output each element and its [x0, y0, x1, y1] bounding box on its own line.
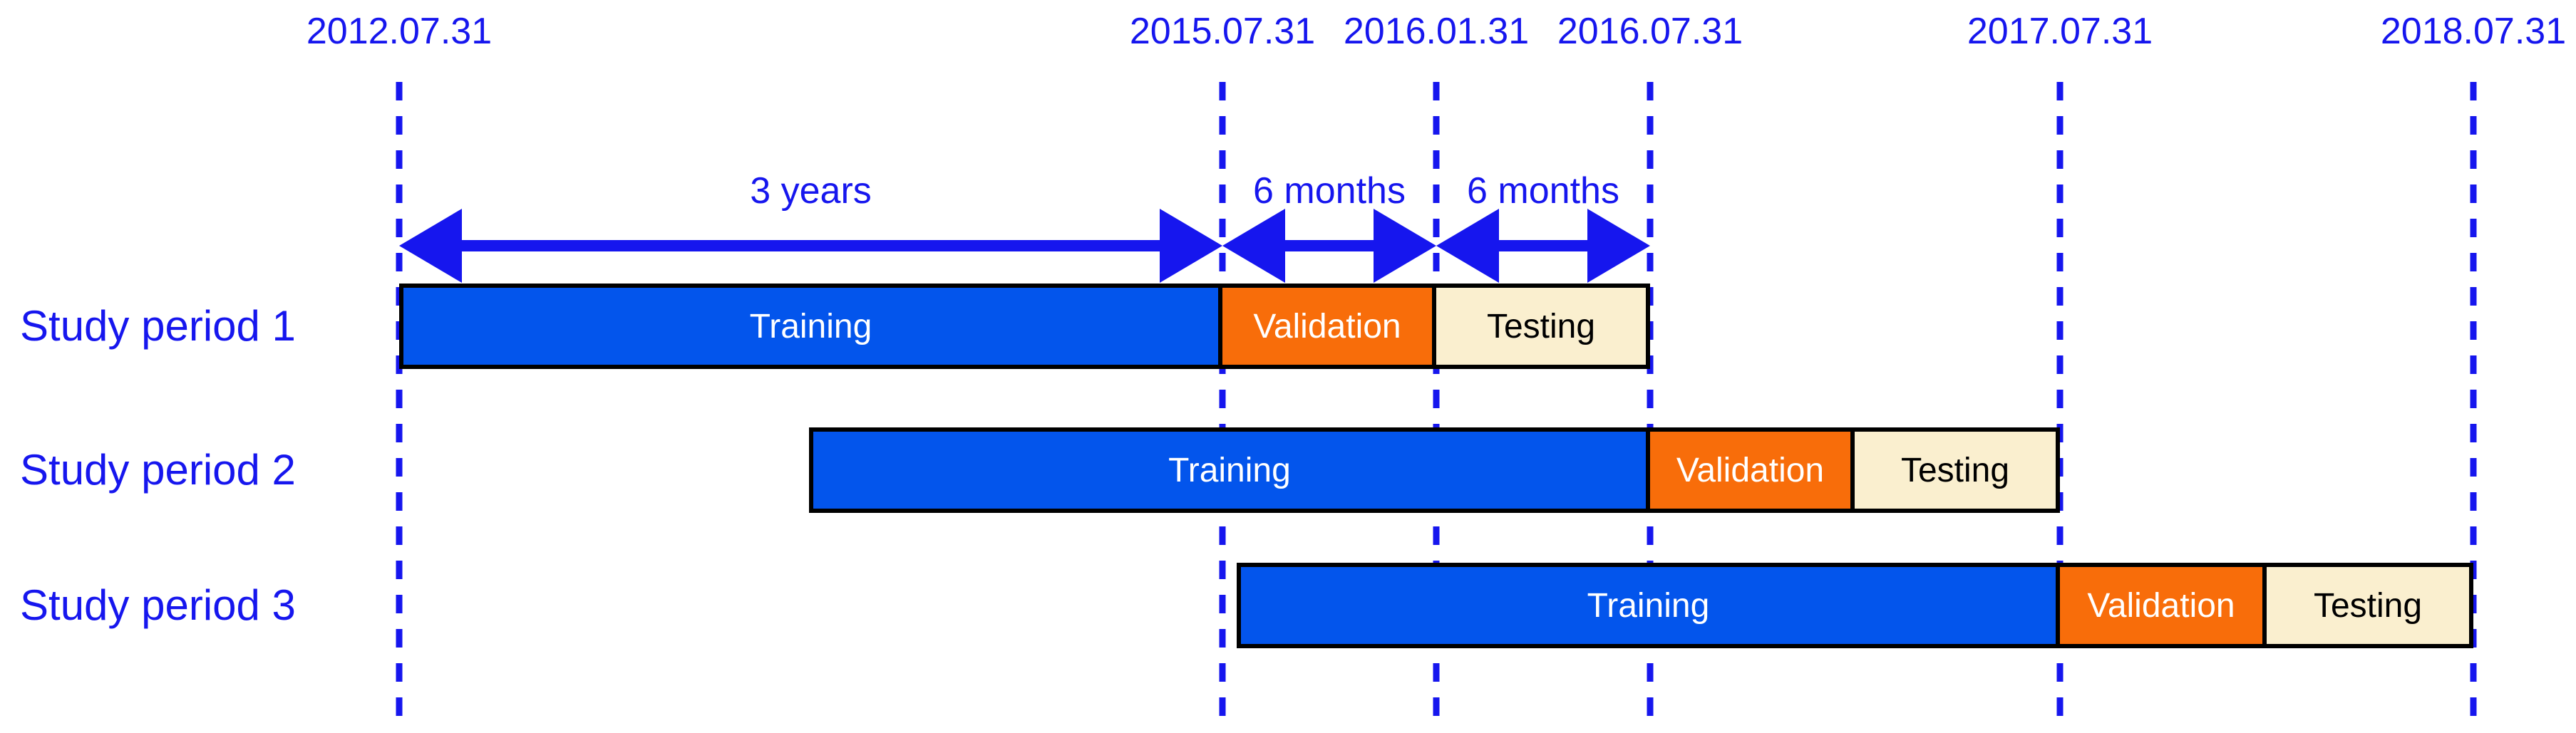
- bar-segment-validation: Validation: [1646, 427, 1855, 513]
- timeline-gridline: [1433, 82, 1440, 716]
- date-label: 2016.07.31: [1557, 11, 1743, 52]
- arrowhead-right: [1374, 209, 1436, 283]
- arrow-shaft: [1486, 240, 1600, 251]
- duration-label: 6 months: [1467, 170, 1619, 212]
- arrow-shaft: [1272, 240, 1386, 251]
- arrowhead-left: [1222, 209, 1285, 283]
- bar-segment-training: Training: [809, 427, 1650, 513]
- row-label-study-period-1: Study period 1: [20, 302, 296, 350]
- arrow-shaft: [449, 240, 1173, 251]
- row-label-study-period-3: Study period 3: [20, 581, 296, 629]
- date-label: 2015.07.31: [1129, 11, 1316, 52]
- arrowhead-right: [1587, 209, 1650, 283]
- bar-segment-validation: Validation: [2056, 563, 2267, 648]
- arrowhead-right: [1160, 209, 1222, 283]
- duration-arrow: [1436, 209, 1650, 283]
- duration-label: 6 months: [1253, 170, 1406, 212]
- timeline-gridline: [2470, 82, 2477, 716]
- row-label-study-period-2: Study period 2: [20, 446, 296, 494]
- date-label: 2018.07.31: [2380, 11, 2567, 52]
- date-label: 2016.01.31: [1343, 11, 1530, 52]
- date-label: 2017.07.31: [1967, 11, 2153, 52]
- bar-segment-testing: Testing: [1850, 427, 2060, 513]
- bar-segment-training: Training: [399, 284, 1222, 369]
- bar-segment-training: Training: [1237, 563, 2060, 648]
- bar-segment-testing: Testing: [2262, 563, 2473, 648]
- bar-segment-testing: Testing: [1432, 284, 1650, 369]
- date-label: 2012.07.31: [306, 11, 493, 52]
- arrowhead-left: [399, 209, 462, 283]
- bar-segment-validation: Validation: [1218, 284, 1436, 369]
- duration-label: 3 years: [750, 170, 872, 212]
- timeline-gridline: [1219, 82, 1226, 716]
- timeline-gridline: [1647, 82, 1654, 716]
- timeline-gridline: [396, 82, 403, 716]
- arrowhead-left: [1436, 209, 1499, 283]
- duration-arrow: [399, 209, 1222, 283]
- timeline-gridline: [2056, 82, 2064, 716]
- duration-arrow: [1222, 209, 1436, 283]
